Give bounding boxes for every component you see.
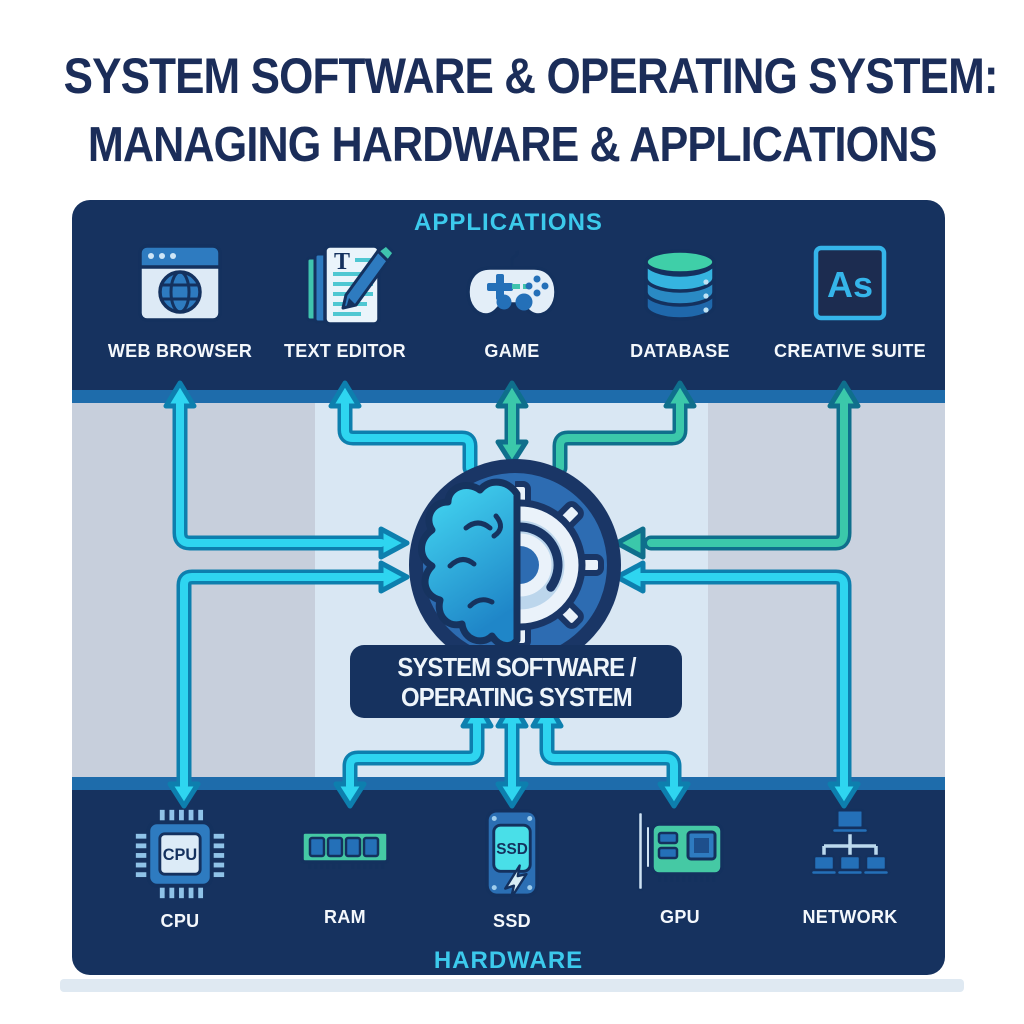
app-item-database: DATABASE bbox=[600, 240, 760, 362]
os-label-line-1: SYSTEM SOFTWARE / bbox=[396, 651, 636, 682]
os-label-line-2: OPERATING SYSTEM bbox=[400, 681, 633, 712]
diagram-bottom-shadow bbox=[60, 979, 964, 992]
web-browser-icon bbox=[130, 240, 230, 332]
svg-text:SSD: SSD bbox=[496, 841, 528, 858]
ram-module-icon bbox=[295, 806, 395, 898]
app-item-label: WEB BROWSER bbox=[107, 341, 253, 361]
hw-item-label: RAM bbox=[324, 907, 366, 927]
app-item-label: DATABASE bbox=[630, 341, 730, 361]
text-editor-icon: T bbox=[295, 240, 396, 332]
svg-text:T: T bbox=[334, 249, 350, 275]
title-line-2: MANAGING HARDWARE & APPLICATIONS bbox=[87, 118, 937, 172]
hardware-band: CPU CPU bbox=[72, 790, 945, 975]
hw-item-label: SSD bbox=[493, 911, 531, 931]
cpu-chip-icon: CPU bbox=[130, 806, 230, 899]
brain-half bbox=[418, 478, 521, 649]
hw-item-ssd: SSD SSD bbox=[432, 806, 592, 932]
hardware-band-label: HARDWARE bbox=[433, 947, 584, 974]
top-edge-strip bbox=[72, 390, 945, 403]
app-item-web-browser: WEB BROWSER bbox=[100, 240, 260, 362]
bottom-edge-strip bbox=[72, 777, 945, 790]
database-icon bbox=[630, 240, 730, 332]
app-item-creative-suite: As CREATIVE SUITE bbox=[770, 240, 930, 362]
game-controller-icon bbox=[462, 240, 562, 332]
page-title: SYSTEM SOFTWARE & OPERATING SYSTEM: MANA… bbox=[0, 48, 1024, 185]
app-item-game: GAME bbox=[432, 240, 592, 362]
applications-band: APPLICATIONS WEB BROWSER bbox=[72, 200, 945, 390]
hw-item-ram: RAM bbox=[265, 806, 425, 928]
app-item-label: CREATIVE SUITE bbox=[774, 341, 926, 361]
hw-item-gpu: GPU bbox=[600, 806, 760, 928]
hw-item-label: NETWORK bbox=[802, 907, 898, 927]
hw-item-network: NETWORK bbox=[770, 806, 930, 928]
gpu-card-icon bbox=[630, 806, 730, 898]
os-label-box: SYSTEM SOFTWARE / OPERATING SYSTEM bbox=[350, 645, 682, 718]
app-item-label: GAME bbox=[484, 341, 540, 361]
app-item-label: TEXT EDITOR bbox=[284, 341, 406, 361]
hw-item-label: CPU bbox=[160, 911, 200, 931]
title-line-1: SYSTEM SOFTWARE & OPERATING SYSTEM: bbox=[63, 48, 999, 104]
app-item-text-editor: T TEXT EDITOR bbox=[265, 240, 425, 362]
svg-text:CPU: CPU bbox=[163, 846, 197, 864]
ssd-drive-icon: SSD bbox=[462, 806, 562, 900]
brain-gear-icon bbox=[408, 458, 622, 672]
svg-text:As: As bbox=[827, 264, 873, 305]
hw-item-cpu: CPU CPU bbox=[100, 806, 260, 932]
applications-band-label: APPLICATIONS bbox=[414, 209, 603, 236]
creative-suite-icon: As bbox=[800, 240, 900, 332]
hw-item-label: GPU bbox=[660, 907, 700, 927]
network-icon bbox=[800, 806, 900, 898]
